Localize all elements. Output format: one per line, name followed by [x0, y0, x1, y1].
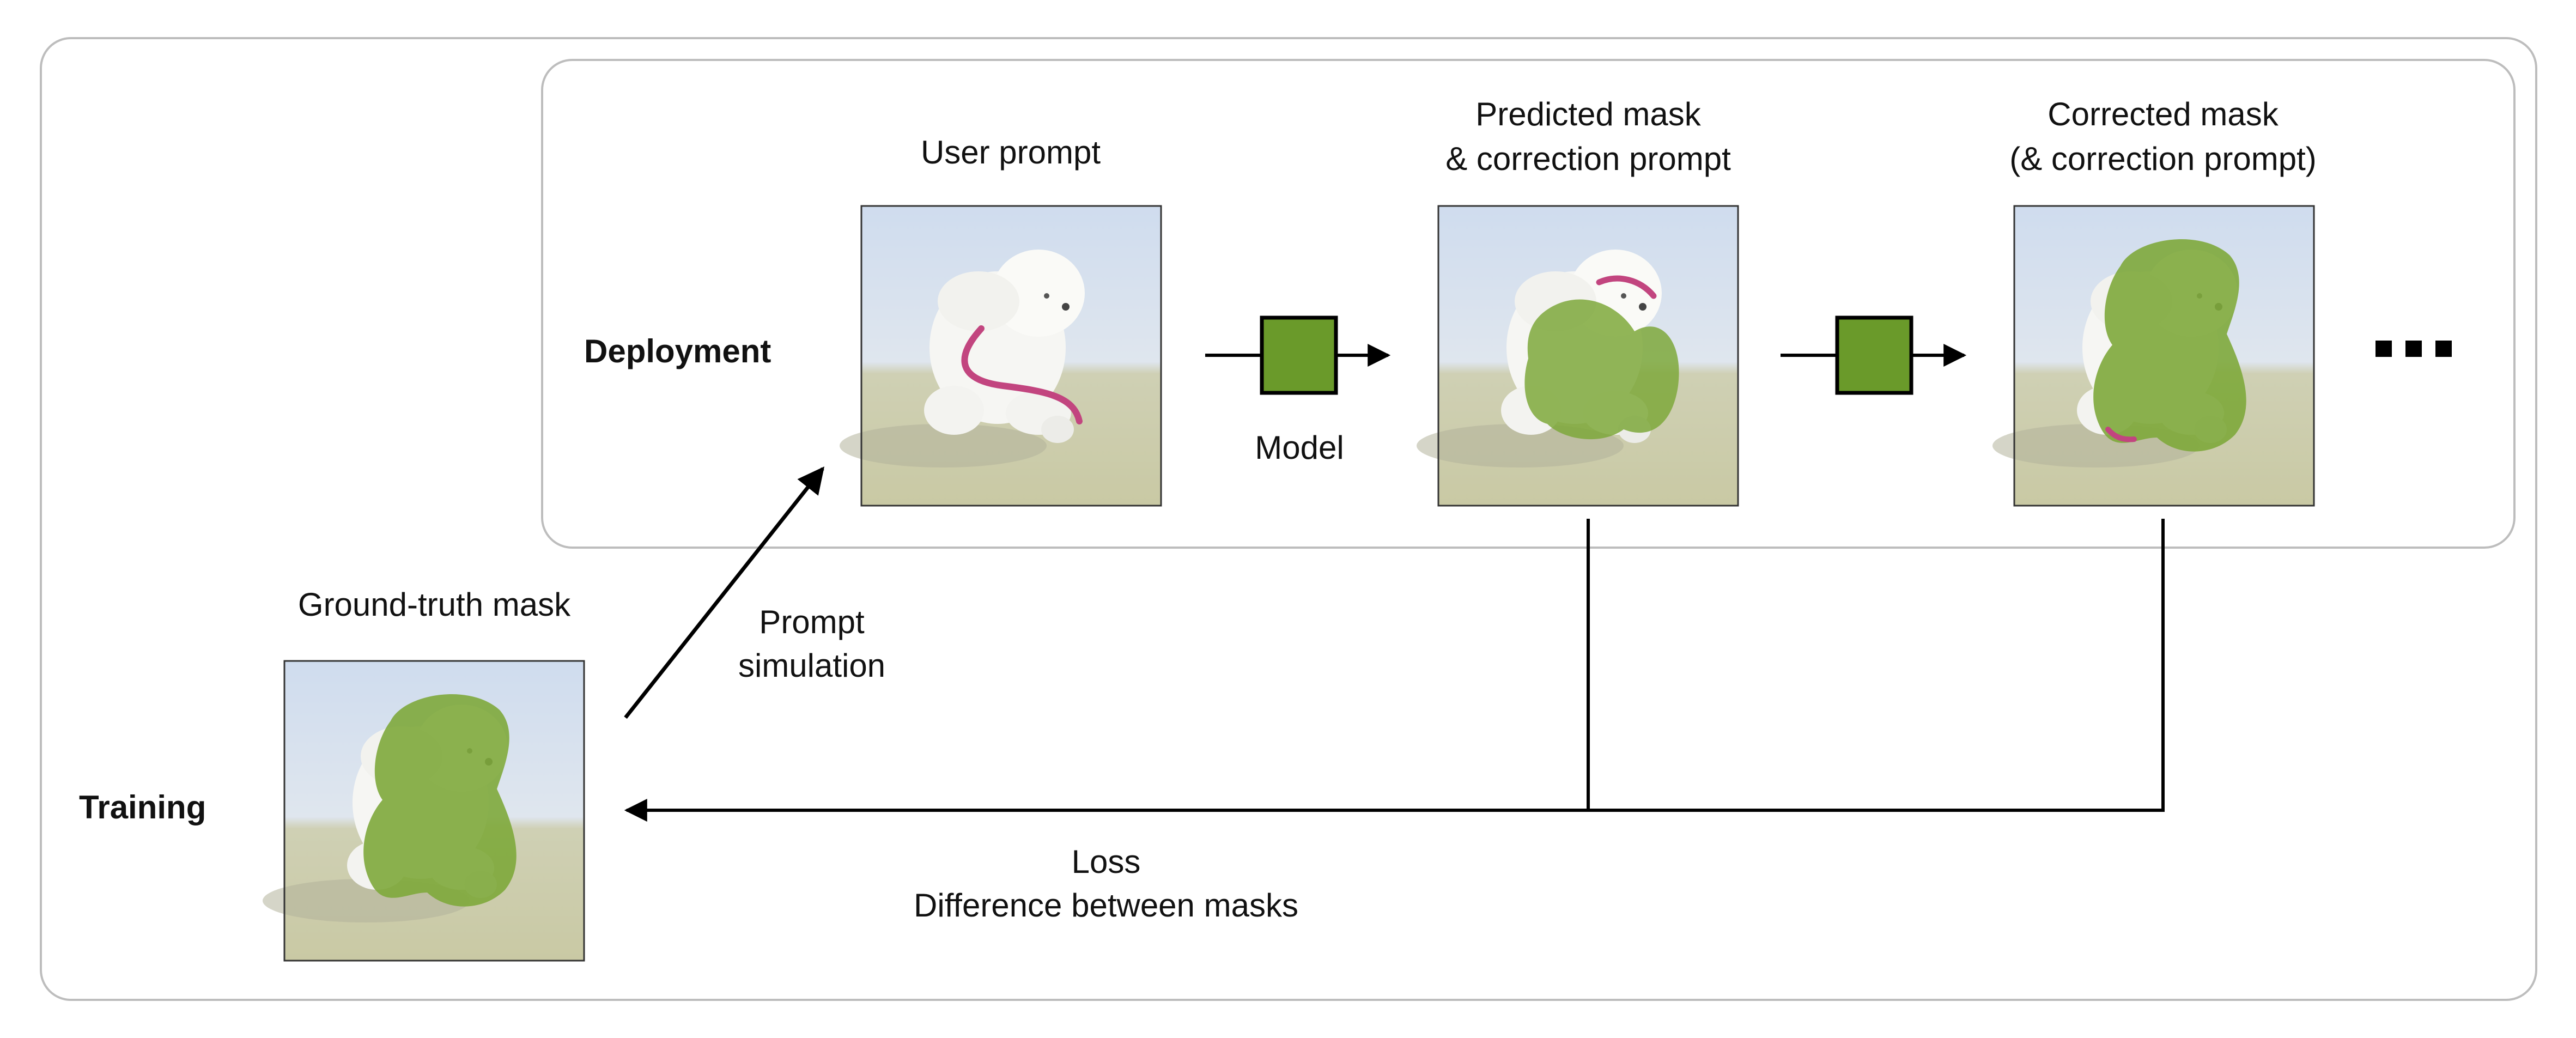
- predicted-title-line2: & correction prompt: [1445, 141, 1731, 177]
- ground-truth-mask-overlay: [363, 694, 517, 907]
- corrected-title-line2: (& correction prompt): [2009, 141, 2317, 177]
- model-label: Model: [1255, 429, 1344, 466]
- ground-truth-image: [263, 660, 585, 962]
- loss-line1: Loss: [1072, 843, 1141, 880]
- model-box-1: [1260, 315, 1338, 395]
- continuation-ellipsis: [2375, 341, 2452, 357]
- user-prompt-stroke: [961, 325, 1083, 424]
- corrected-prompt-stroke: [2105, 427, 2137, 442]
- corrected-title-line1: Corrected mask: [2048, 96, 2279, 132]
- predicted-title-line1: Predicted mask: [1475, 96, 1701, 132]
- corrected-mask-image: [1992, 205, 2315, 507]
- prompt-simulation-line1: Prompt: [759, 604, 865, 640]
- correction-prompt-stroke: [1596, 275, 1657, 299]
- training-label: Training: [79, 789, 206, 825]
- predicted-mask-overlay: [1524, 299, 1679, 440]
- prompt-simulation-line2: simulation: [738, 647, 885, 684]
- user-prompt-title: User prompt: [921, 134, 1101, 171]
- model-box-2: [1835, 315, 1913, 395]
- corrected-mask-overlay: [2093, 239, 2246, 452]
- ground-truth-title: Ground-truth mask: [298, 586, 571, 623]
- loss-line2: Difference between masks: [914, 887, 1298, 924]
- user-prompt-image: [840, 205, 1162, 507]
- predicted-mask-image: [1417, 205, 1739, 507]
- outer-frame: [40, 37, 2537, 1001]
- deployment-label: Deployment: [584, 333, 771, 369]
- deployment-frame: [541, 59, 2516, 549]
- prompt-simulation-arrow: [624, 466, 825, 719]
